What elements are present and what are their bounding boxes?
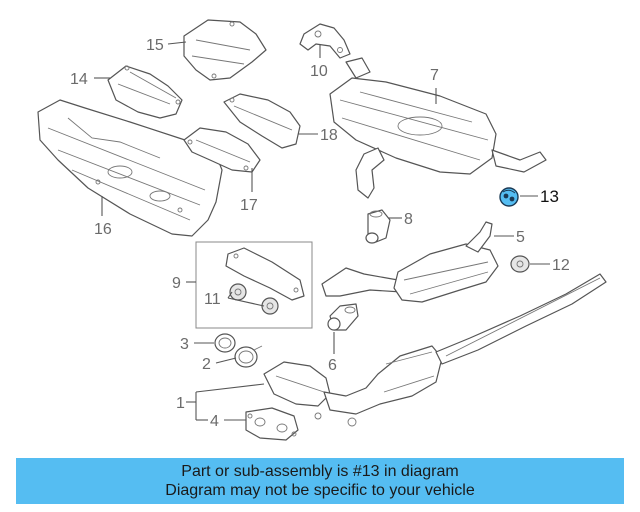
callout-7: 7 xyxy=(430,67,439,84)
part-6-clamp[interactable] xyxy=(327,303,359,331)
banner-line-2: Diagram may not be specific to your vehi… xyxy=(165,482,475,499)
callout-2: 2 xyxy=(202,356,211,373)
part-10-bracket[interactable] xyxy=(299,23,351,59)
part-7-rear-muffler[interactable] xyxy=(329,57,547,199)
callout-9: 9 xyxy=(172,275,181,292)
callout-1: 1 xyxy=(176,395,185,412)
part-14-heat-shield[interactable] xyxy=(107,65,183,119)
callout-13: 13 xyxy=(540,187,559,206)
part-18-heat-shield[interactable] xyxy=(223,93,301,149)
part-9-hanger-bracket[interactable] xyxy=(225,247,305,301)
info-banner: Part or sub-assembly is #13 in diagram D… xyxy=(16,458,624,504)
part-16-heat-shield[interactable] xyxy=(37,99,223,237)
exhaust-parts-diagram: 15 14 10 7 18 17 16 13 8 5 12 9 11 6 3 2… xyxy=(37,19,607,441)
callout-14: 14 xyxy=(70,71,88,88)
part-1-catalytic-converter[interactable] xyxy=(263,273,607,427)
callout-15: 15 xyxy=(146,37,164,54)
banner-line-1: Part or sub-assembly is #13 in diagram xyxy=(181,463,459,480)
part-3-gasket[interactable] xyxy=(214,333,236,353)
part-5-middle-muffler[interactable] xyxy=(321,221,499,303)
callout-6: 6 xyxy=(328,357,337,374)
callout-3: 3 xyxy=(180,336,189,353)
callout-12: 12 xyxy=(552,257,570,274)
callout-16: 16 xyxy=(94,221,112,238)
part-17-heat-shield[interactable] xyxy=(183,127,261,173)
callout-10: 10 xyxy=(310,63,328,80)
callout-17: 17 xyxy=(240,197,258,214)
callout-18: 18 xyxy=(320,127,338,144)
callout-5: 5 xyxy=(516,229,525,246)
callout-11: 11 xyxy=(204,291,221,308)
callout-labels: 15 14 10 7 18 17 16 13 8 5 12 9 11 6 3 2… xyxy=(70,37,570,430)
part-2-clamp[interactable] xyxy=(234,345,263,368)
part-11-hanger[interactable] xyxy=(229,283,279,315)
part-12-hanger[interactable] xyxy=(510,255,530,273)
part-4-gasket[interactable] xyxy=(245,407,299,441)
part-15-heat-shield[interactable] xyxy=(183,19,267,81)
callout-8: 8 xyxy=(404,211,413,228)
leader-lines xyxy=(94,41,550,421)
part-8-clamp[interactable] xyxy=(365,209,391,244)
callout-4: 4 xyxy=(210,413,219,430)
group-box-9 xyxy=(195,241,313,329)
part-13-hanger[interactable] xyxy=(499,187,519,207)
